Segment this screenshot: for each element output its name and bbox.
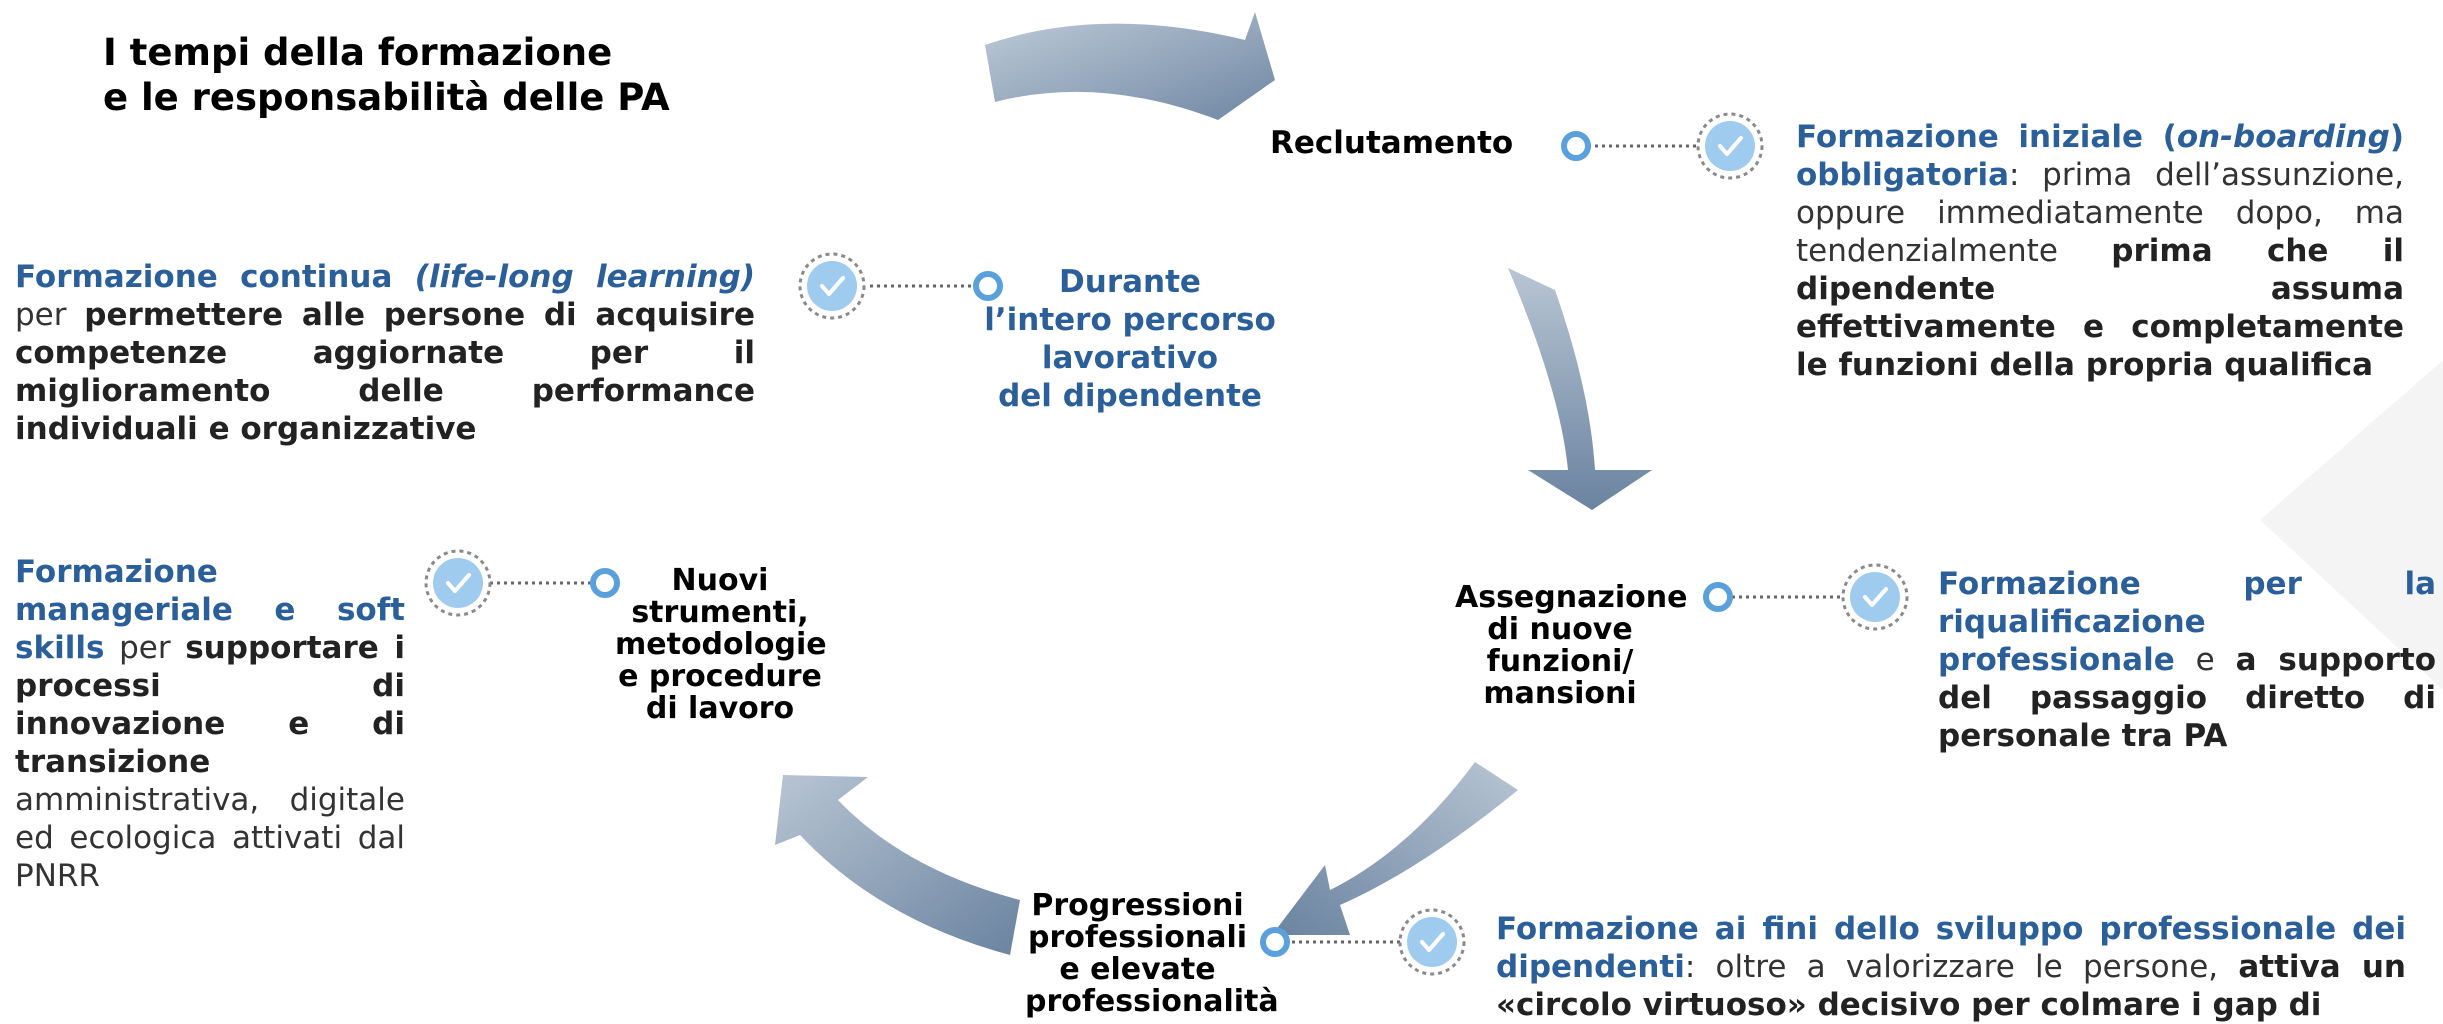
check-circle-icon (1398, 908, 1466, 976)
desc-text: amministrativa, digitale ed ecologica at… (15, 782, 405, 894)
desc-highlight: Formazione manageriale e soft skills (15, 554, 405, 666)
stage-line: di nuove (1487, 612, 1633, 647)
stage-line: metodologie (615, 627, 827, 662)
stage-line: funzioni/ (1486, 644, 1634, 679)
stage-line: Progressioni (1031, 888, 1244, 923)
desc-highlight-italic: on-boarding (2176, 119, 2390, 155)
stage-durante: Durante l’intero percorso lavorativo del… (975, 263, 1285, 415)
stage-progressioni: Progressioni professionali e elevate pro… (1025, 888, 1279, 1019)
arrow-bottom-left (775, 775, 1020, 955)
desc-bold: permettere alle persone di acquisire com… (15, 297, 755, 447)
ring-node-icon (1706, 585, 1730, 609)
desc-text: e (2174, 642, 2236, 678)
stage-line: strumenti, (631, 595, 809, 630)
arrow-right (1508, 268, 1652, 510)
desc-formazione-continua: Formazione continua (life-long learning)… (15, 258, 755, 448)
desc-formazione-sviluppo: Formazione ai fini dello sviluppo profes… (1496, 910, 2406, 1024)
stage-reclutamento: Reclutamento (1270, 125, 1514, 161)
desc-text: per (15, 297, 85, 333)
title-line-2: e le responsabilità delle PA (103, 76, 670, 119)
desc-highlight: Formazione ai fini dello sviluppo profes… (1496, 911, 2406, 985)
stage-nuovi-strumenti: Nuovi strumenti, metodologie e procedure… (615, 563, 827, 726)
desc-highlight-italic: (life-long learning) (414, 259, 755, 295)
stage-line: professionali (1027, 920, 1248, 955)
stage-line: mansioni (1483, 676, 1637, 711)
stage-line: Assegnazione (1455, 580, 1688, 615)
desc-bold: supportare i processi di innovazione e d… (15, 630, 405, 780)
stage-line: del dipendente (998, 378, 1262, 414)
ring-node-icon (1564, 134, 1588, 158)
decorative-chevron (2260, 360, 2443, 690)
arrow-top (985, 12, 1275, 120)
desc-formazione-manageriale: Formazione manageriale e soft skills per… (15, 553, 405, 895)
arrow-bottom-right (1272, 762, 1518, 935)
desc-highlight: ) obbligatoria (1796, 119, 2404, 193)
desc-highlight: Formazione iniziale ( (1796, 119, 2177, 155)
check-circle-icon (798, 252, 866, 320)
ring-node-icon (593, 571, 617, 595)
desc-text: : oltre a valorizzare le persone, (1684, 949, 2239, 985)
check-circle-icon (1696, 112, 1764, 180)
title-line-1: I tempi della formazione (103, 31, 613, 74)
stage-line: e procedure (618, 659, 822, 694)
desc-bold: prima che il dipendente assuma effettiva… (1796, 233, 2404, 383)
desc-highlight: Formazione continua (15, 259, 415, 295)
stage-line: professionalità (1025, 984, 1279, 1019)
check-circle-icon (1841, 563, 1909, 631)
page-title: I tempi della formazione e le responsabi… (103, 30, 670, 120)
desc-formazione-riqualificazione: Formazione per la riqualificazione profe… (1938, 565, 2436, 755)
desc-text: : prima dell’assunzione, oppure immediat… (1796, 157, 2404, 269)
stage-line: e elevate (1059, 952, 1216, 987)
stage-line: di lavoro (645, 691, 795, 726)
stage-line: lavorativo (1041, 340, 1219, 376)
stage-line: Nuovi (671, 563, 769, 598)
stage-line: Durante (1059, 264, 1201, 300)
stage-assegnazione: Assegnazione di nuove funzioni/ mansioni (1455, 580, 1688, 711)
check-circle-icon (424, 549, 492, 617)
desc-bold: a supporto del passaggio diretto di pers… (1938, 642, 2436, 754)
desc-text: per (104, 630, 186, 666)
ring-node-icon (1263, 930, 1287, 954)
desc-formazione-iniziale: Formazione iniziale (on-boarding) obblig… (1796, 118, 2404, 384)
stage-line: l’intero percorso (984, 302, 1276, 338)
desc-highlight: Formazione per la riqualificazione profe… (1938, 566, 2436, 678)
